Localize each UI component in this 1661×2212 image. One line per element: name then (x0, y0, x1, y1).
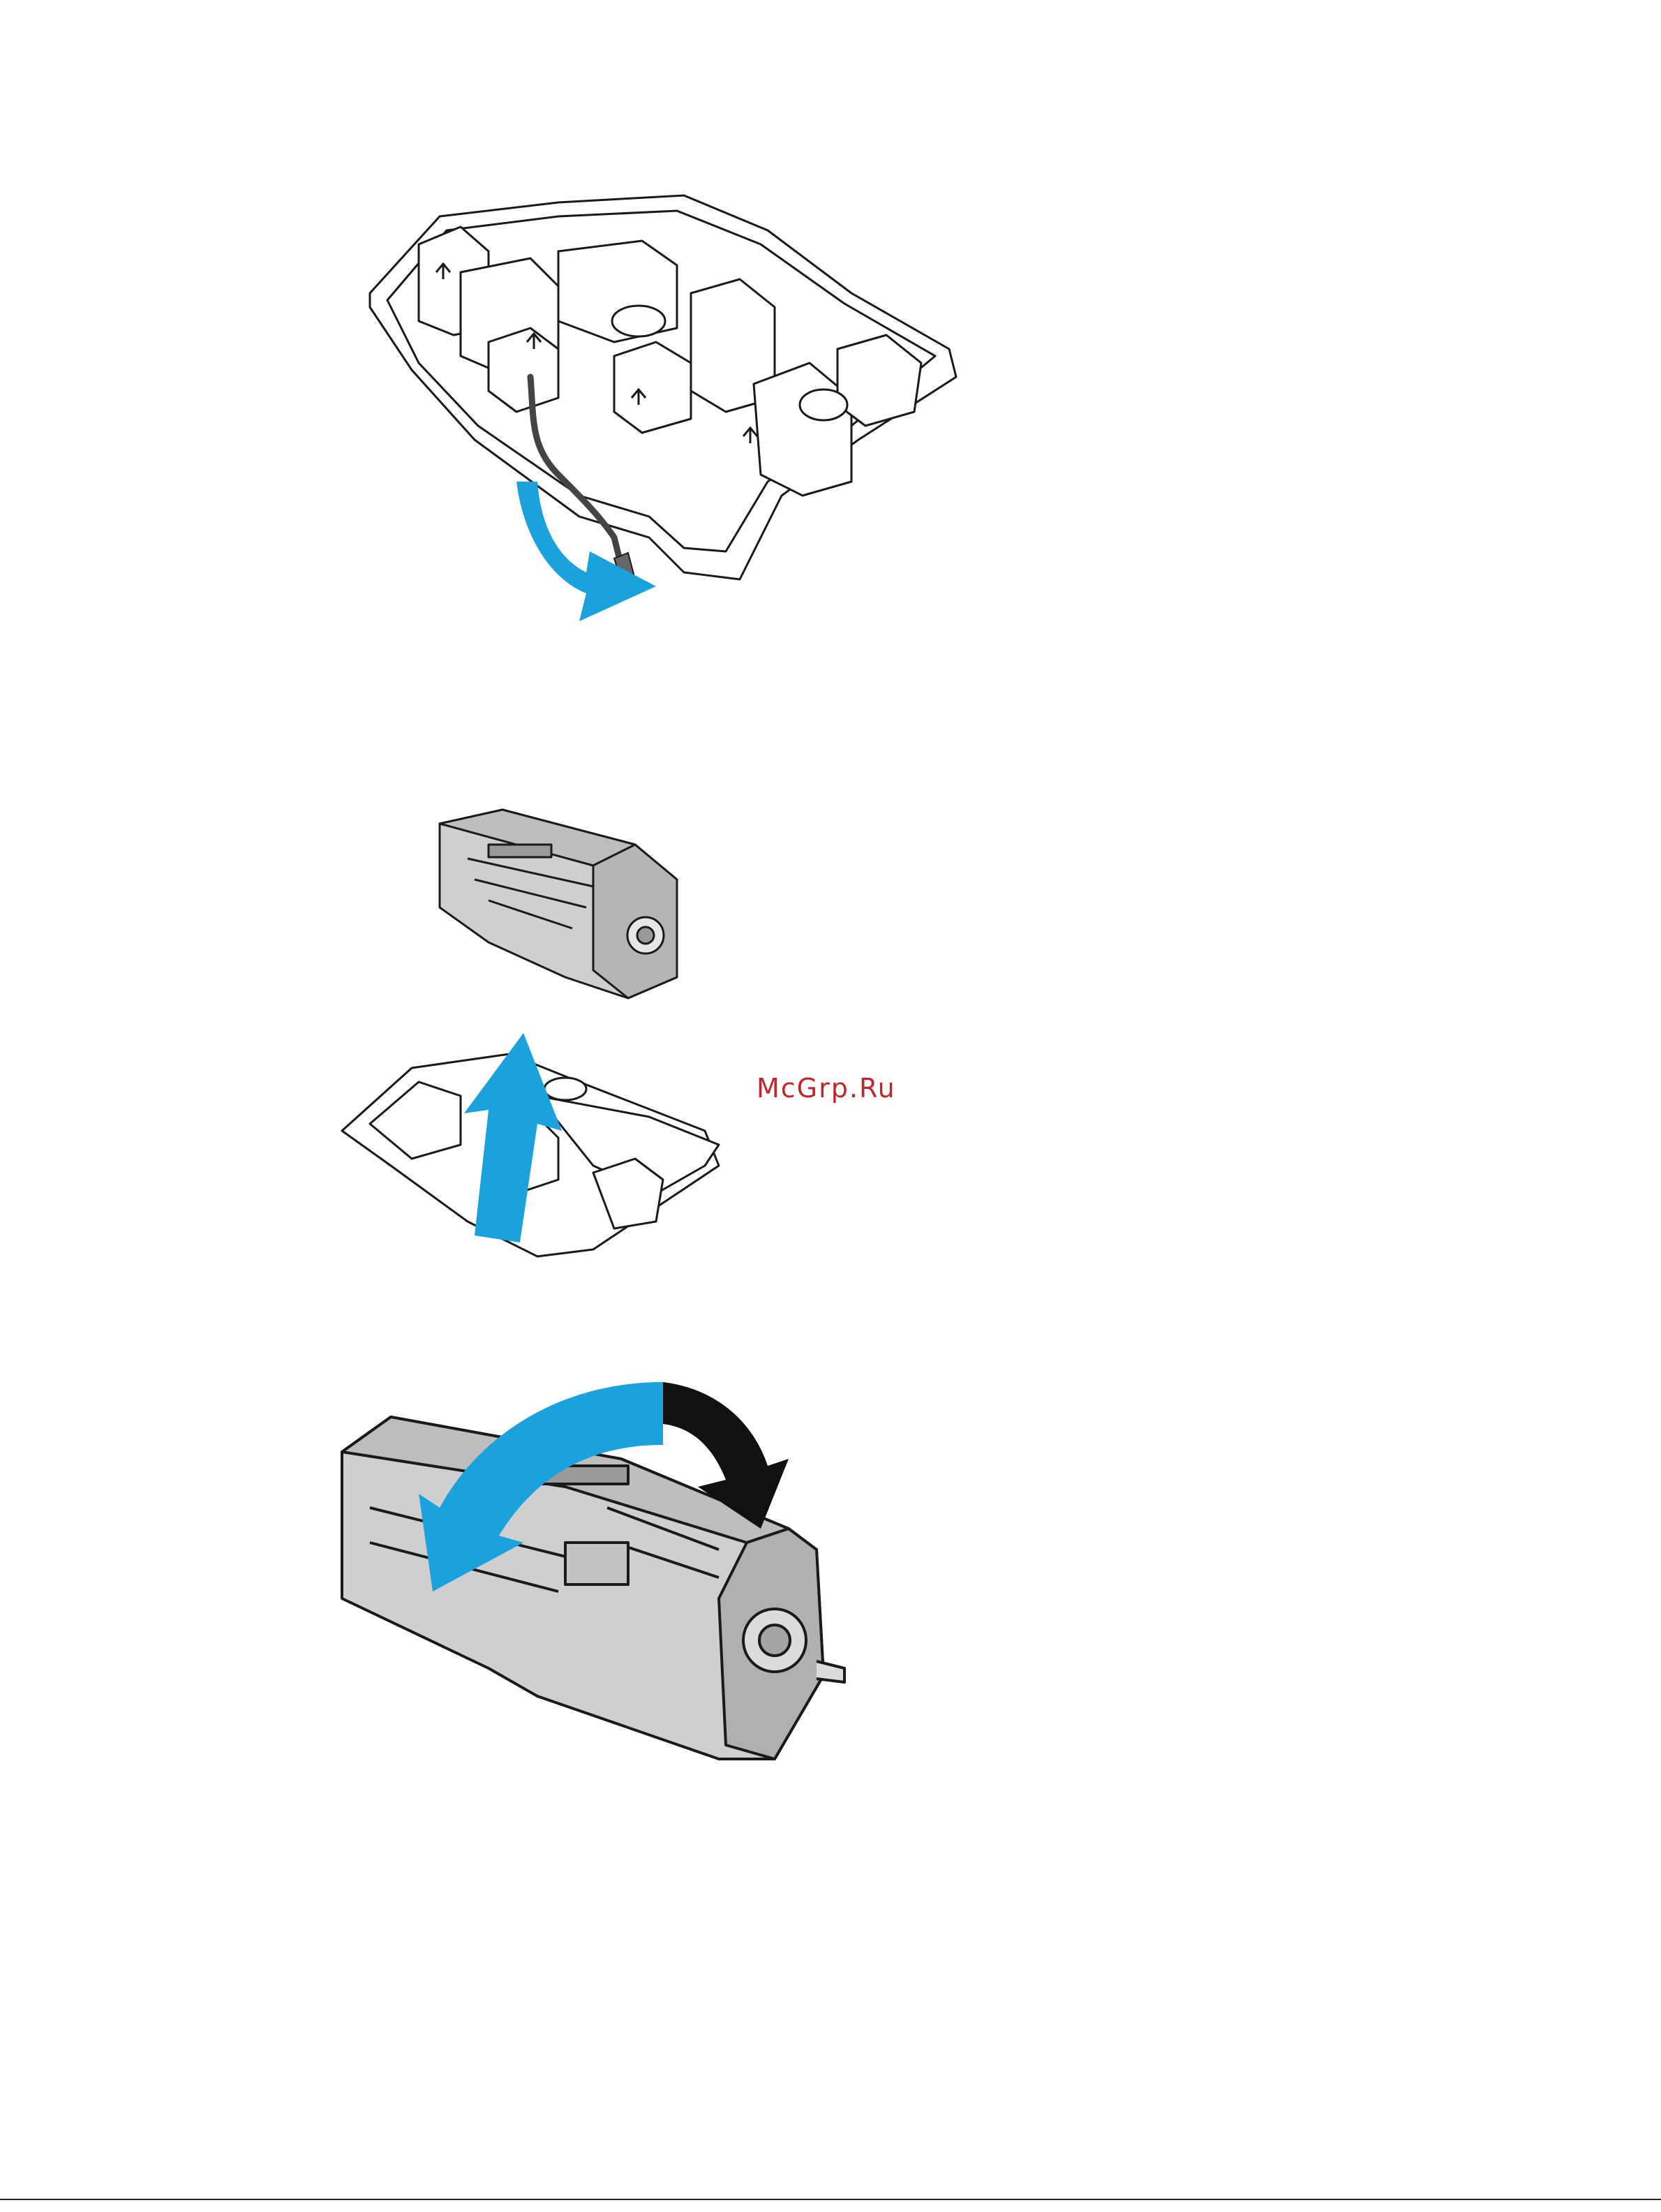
footer-rule (0, 2199, 1661, 2200)
toner-tray-pull-tab-icon (349, 188, 977, 635)
toner-cartridge-lift-icon (328, 803, 775, 1305)
toner-cartridge-rotate-icon (328, 1368, 914, 1773)
watermark-text: McGrp.Ru (757, 1073, 896, 1104)
